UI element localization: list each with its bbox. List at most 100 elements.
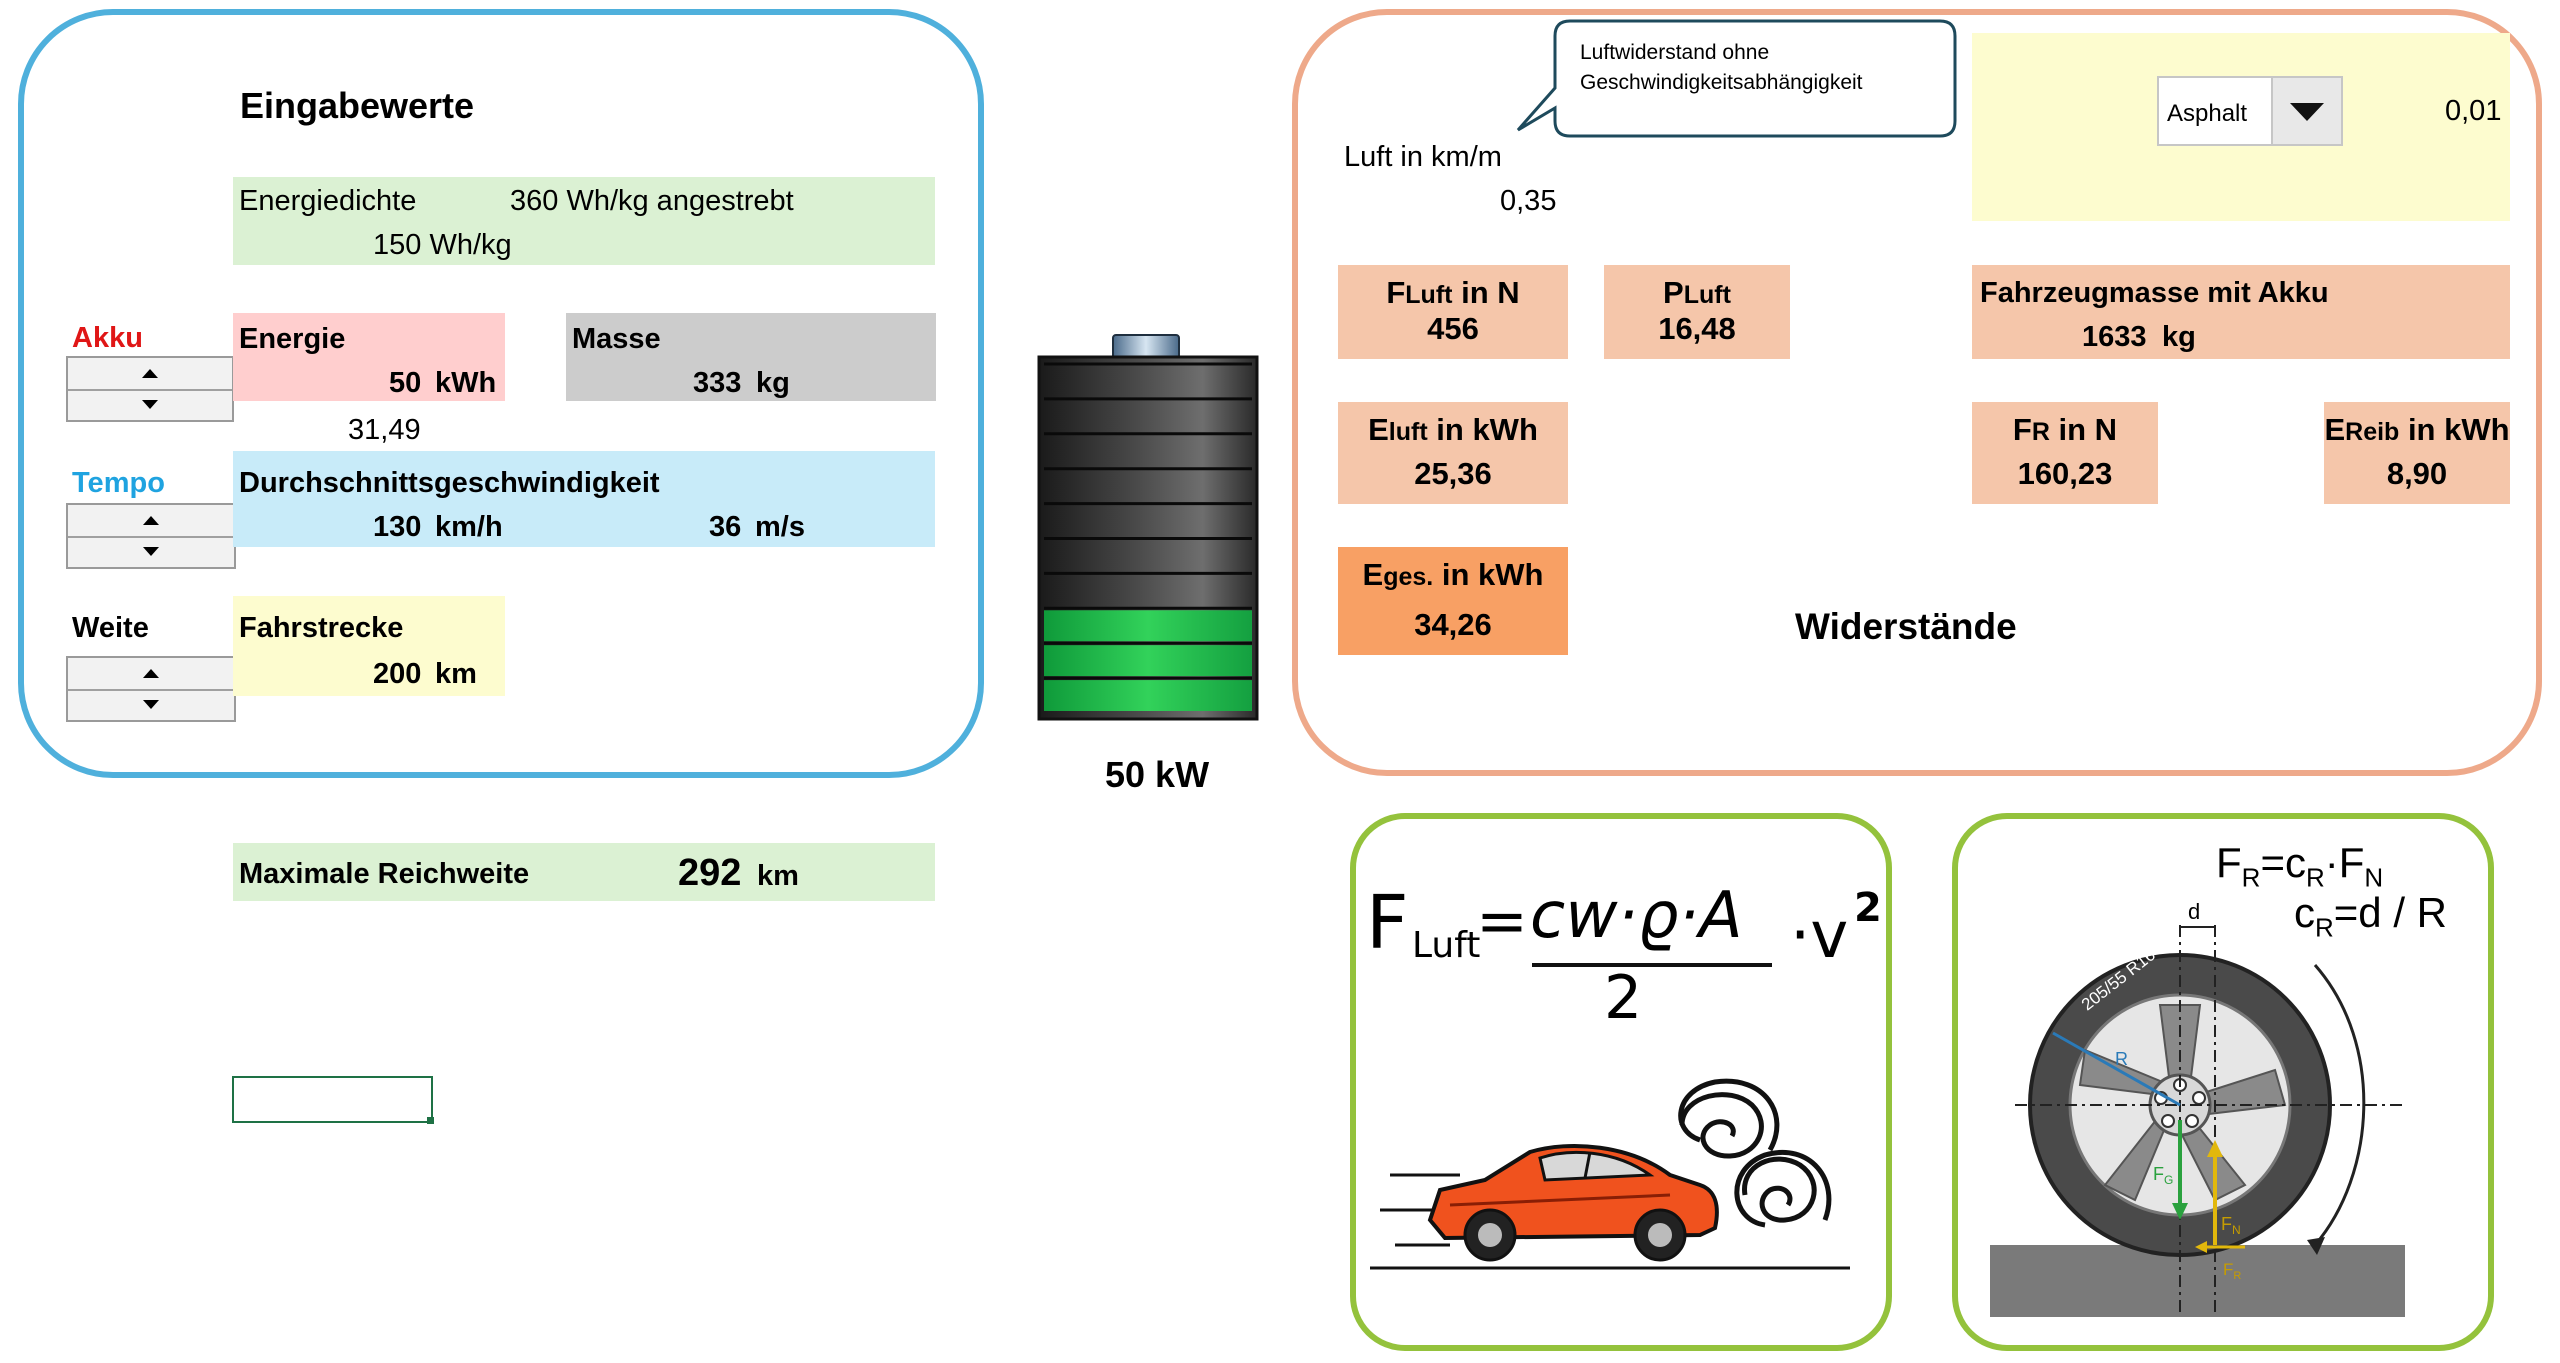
akku-spin-up[interactable] <box>68 358 232 391</box>
ereib-rest: in kWh <box>2399 412 2510 447</box>
fahrzeugmasse-unit: kg <box>2162 321 2196 353</box>
cr-c-sub: R <box>2315 912 2334 943</box>
akku-spinner[interactable] <box>66 356 234 422</box>
masse-cell[interactable]: Masse 333 kg <box>566 313 936 401</box>
air-formula-denominator: 2 <box>1604 963 1643 1033</box>
callout-line-2: Geschwindigkeitsabhängigkeit <box>1580 71 1863 94</box>
fluft-main: F <box>1386 275 1406 310</box>
air-formula-exp: 2 <box>1854 885 1882 931</box>
eluft-sub: luft <box>1388 418 1428 446</box>
eluft-value: 25,36 <box>1414 456 1492 491</box>
arrow-down-icon <box>143 547 159 556</box>
masse-unit: kg <box>756 367 790 399</box>
fr-value: 160,23 <box>2017 456 2113 491</box>
fr-cell: FR in N 160,23 <box>1972 402 2158 504</box>
arrow-up-icon <box>142 369 158 378</box>
fahrzeugmasse-label: Fahrzeugmasse mit Akku <box>1980 277 2329 309</box>
range-label: Maximale Reichweite <box>239 858 530 890</box>
fahrstrecke-label: Fahrstrecke <box>239 612 404 644</box>
fluft-sub: Luft <box>1405 281 1453 309</box>
eges-rest: in kWh <box>1433 557 1544 592</box>
pluft-value: 16,48 <box>1658 311 1736 346</box>
callout-line-1: Luftwiderstand ohne <box>1580 41 1770 64</box>
range-cell[interactable]: Maximale Reichweite 292 km <box>233 843 935 901</box>
energiedichte-label: Energiedichte <box>239 185 417 217</box>
select-dropdown-button[interactable] <box>2271 78 2341 144</box>
below-energie-value: 31,49 <box>348 414 421 446</box>
speed-cell[interactable]: Durchschnittsgeschwindigkeit 130 km/h 36… <box>233 451 935 547</box>
cr-eq: =d / R <box>2333 889 2448 936</box>
tempo-label: Tempo <box>72 467 165 499</box>
ground-surface <box>1990 1245 2405 1317</box>
chevron-down-icon <box>2290 103 2324 121</box>
air-resistance-panel <box>1350 813 1892 1351</box>
masse-label: Masse <box>572 323 661 355</box>
air-formula: F Luft = cw·ϱ·A 2 ·v 2 <box>1364 868 1884 1038</box>
energie-cell[interactable]: Energie 50 kWh <box>233 313 505 401</box>
wind-swirl-icon <box>1678 1078 1832 1228</box>
eges-value: 34,26 <box>1414 607 1492 642</box>
weite-spin-up[interactable] <box>68 658 234 691</box>
tempo-spinner[interactable] <box>66 503 236 569</box>
fill-handle[interactable] <box>427 1117 434 1124</box>
fluft-cell: FLuft in N 456 <box>1338 265 1568 359</box>
battery-cells <box>1044 362 1252 711</box>
cr-c: c <box>2294 889 2315 936</box>
fr-label: FR <box>2223 1260 2241 1282</box>
akku-label: Akku <box>72 322 143 354</box>
rolling-line-2: cR=d / R <box>2294 889 2448 943</box>
weite-spin-down[interactable] <box>68 689 234 720</box>
fr-f: F <box>2216 839 2242 886</box>
luft-label: Luft in km/m <box>1344 141 1502 173</box>
air-formula-lhs-sub: Luft <box>1412 925 1481 966</box>
arrow-down-icon <box>143 700 159 709</box>
energie-label: Energie <box>239 323 346 355</box>
speed-kmh-value: 130 <box>373 511 422 543</box>
eges-sub: ges. <box>1383 563 1434 591</box>
tempo-spin-up[interactable] <box>68 505 234 538</box>
speed-ms-unit: m/s <box>755 511 805 543</box>
energie-unit: kWh <box>435 367 497 399</box>
callout-bubble <box>1516 19 1957 138</box>
arrow-up-icon <box>143 669 159 678</box>
range-unit: km <box>757 860 799 892</box>
fg-label: FG <box>2153 1164 2173 1187</box>
ereib-main: E <box>2324 412 2346 447</box>
pluft-cell: PLuft 16,48 <box>1604 265 1790 359</box>
energiedichte-cell[interactable]: Energiedichte 360 Wh/kg angestrebt 150 W… <box>233 177 935 265</box>
pluft-sub: Luft <box>1683 281 1731 309</box>
energiedichte-target: 360 Wh/kg angestrebt <box>510 185 794 217</box>
battery-cell-charged <box>1044 680 1252 711</box>
fn-label: FN <box>2221 1214 2241 1237</box>
road-select-value: Asphalt <box>2167 100 2248 127</box>
air-formula-tail: ·v <box>1790 899 1849 973</box>
battery-graphic <box>1037 334 1259 721</box>
fr-sub: R <box>2031 418 2050 446</box>
air-formula-lhs: F <box>1366 880 1409 966</box>
air-formula-eq: = <box>1476 884 1528 957</box>
speed-ms-value: 36 <box>709 511 742 543</box>
fr-fn: ·F <box>2324 839 2365 886</box>
ereib-cell: EReib in kWh 8,90 <box>2324 402 2510 504</box>
fr-c-sub: R <box>2305 862 2325 893</box>
input-title: Eingabewerte <box>240 85 475 126</box>
eluft-cell: Eluft in kWh 25,36 <box>1338 402 1568 504</box>
rolling-line-1: FR=cR·FN <box>2216 839 2383 893</box>
eluft-main: E <box>1368 412 1389 447</box>
r-label: R <box>2115 1049 2128 1069</box>
fr-eq-c: =c <box>2260 839 2306 886</box>
weite-spinner[interactable] <box>66 656 236 722</box>
fahrstrecke-cell[interactable]: Fahrstrecke 200 km <box>233 596 505 696</box>
rolling-formula: FR=cR·FN cR=d / R <box>2216 842 2486 952</box>
battery-cell-charged <box>1044 610 1252 642</box>
selected-cell[interactable] <box>232 1076 433 1123</box>
battery-cell-charged <box>1044 645 1252 677</box>
eges-main: E <box>1362 557 1384 592</box>
weite-label: Weite <box>72 612 149 644</box>
fluft-value: 456 <box>1427 311 1479 346</box>
tempo-spin-down[interactable] <box>68 536 234 567</box>
fahrstrecke-value: 200 <box>373 658 422 690</box>
road-surface-select[interactable]: Asphalt <box>2157 76 2343 146</box>
widerstaende-title: Widerstände <box>1795 606 2017 647</box>
akku-spin-down[interactable] <box>68 389 232 420</box>
